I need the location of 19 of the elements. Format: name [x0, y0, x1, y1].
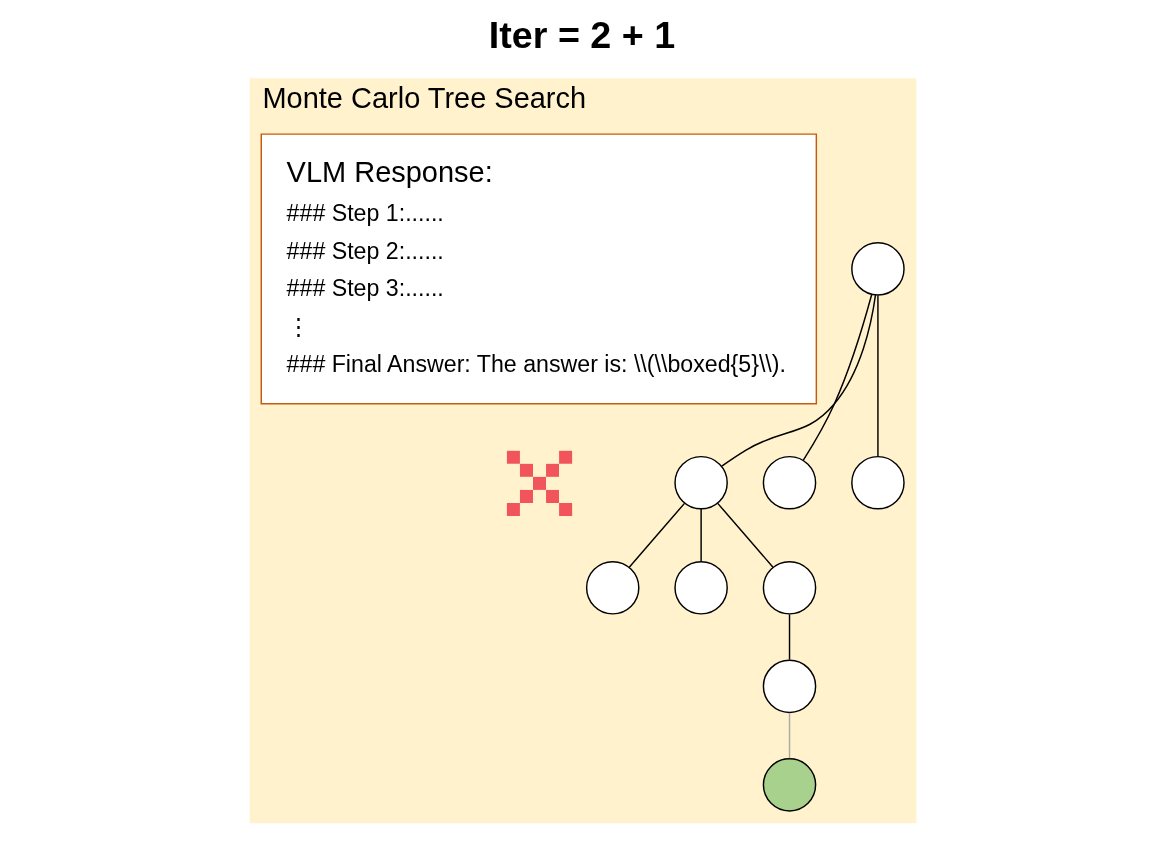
- node-circle: [585, 560, 640, 615]
- diagram-title: Iter = 2 + 1: [488, 14, 675, 57]
- node-circle: [762, 455, 816, 510]
- node-circle: [673, 560, 728, 615]
- node-circle: [762, 659, 816, 714]
- node-circle: [673, 455, 728, 510]
- node-circle: [762, 560, 816, 615]
- connector: [788, 613, 790, 661]
- connector: [876, 294, 879, 457]
- connector: [716, 502, 774, 568]
- node-box: VLM Response: ### Step 1:...... ### Step 2:...... ### Step 3:...... ⋮ ### Final Answer: The answer is: \\(\\boxed{5}\\).: [260, 133, 817, 405]
- connector: [720, 294, 876, 467]
- connector: [628, 502, 685, 568]
- connector: [788, 712, 790, 759]
- node-circle: [762, 758, 816, 812]
- connector: [699, 508, 702, 562]
- node-circle: [850, 455, 905, 510]
- node-circle: [850, 242, 905, 296]
- connector: [802, 293, 872, 461]
